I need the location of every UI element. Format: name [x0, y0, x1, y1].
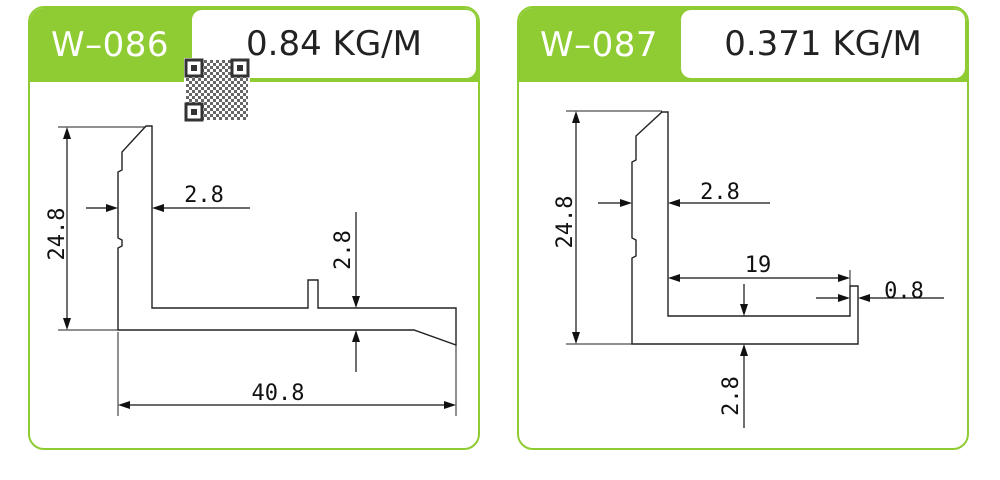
extension-lines-w087 [566, 110, 851, 345]
extension-lines-w086 [58, 126, 457, 416]
profile-card-w087: W–087 0.371 KG/M [517, 6, 969, 450]
dimension-label-lip: 0.8 [884, 279, 924, 304]
dimension-wall-w086: 2.8 [86, 183, 250, 212]
dimension-label-height: 24.8 [553, 196, 578, 249]
dimension-label-inner-width: 19 [745, 253, 772, 278]
qr-code-icon [184, 58, 250, 122]
dimension-label-wall: 2.8 [700, 180, 740, 205]
dimension-base-w087: 2.8 [719, 284, 748, 428]
dimension-height-w086: 24.8 [45, 127, 71, 330]
profile-code: W–087 [539, 25, 658, 65]
dimension-height-w087: 24.8 [553, 111, 580, 344]
profile-shape-w086 [117, 125, 457, 346]
dimension-label-base: 2.8 [719, 376, 744, 416]
profile-weight: 0.371 KG/M [681, 10, 965, 78]
dimension-length-w086: 40.8 [118, 381, 456, 409]
dimension-inner-width-w087: 19 [668, 253, 850, 282]
dimension-label-length: 40.8 [252, 381, 305, 406]
dimension-label-flange: 2.8 [331, 230, 356, 270]
card-header: W–087 0.371 KG/M [519, 8, 967, 82]
dimension-flange-w086: 2.8 [331, 212, 360, 372]
dimension-label-height: 24.8 [45, 208, 70, 261]
profile-shape-w087 [631, 111, 859, 345]
profile-code: W–086 [50, 25, 169, 65]
dimension-wall-w087: 2.8 [598, 180, 770, 207]
dimension-label-wall: 2.8 [184, 183, 224, 208]
dimension-lip-w087: 0.8 [816, 279, 944, 304]
